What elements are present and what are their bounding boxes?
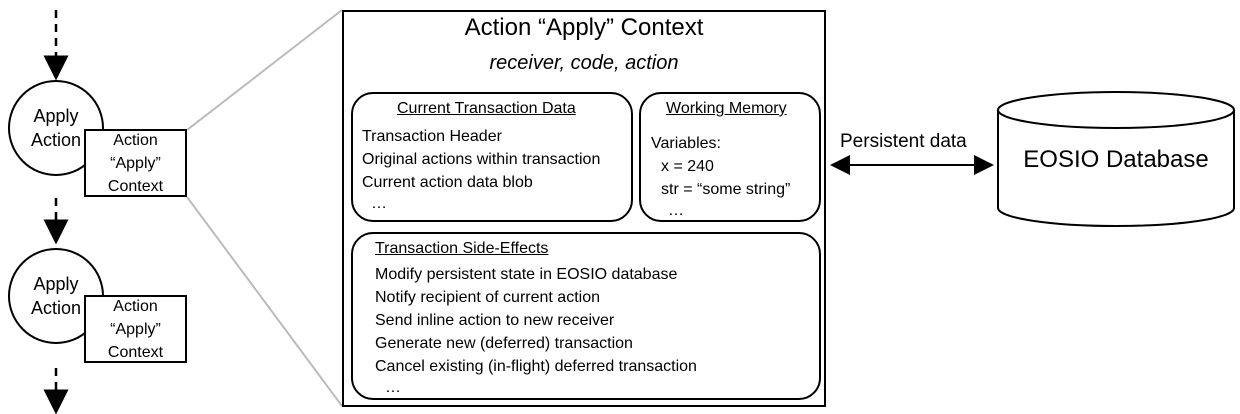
working-memory-title: Working Memory [666,100,787,117]
current-transaction-panel: Current Transaction Data Transaction Hea… [351,92,633,222]
context-label-line: Context [107,343,164,361]
context-label-line: Action [113,131,158,149]
side-effects-title: Transaction Side-Effects [375,240,549,257]
current-transaction-title: Current Transaction Data [397,100,576,117]
side-effects-panel: Transaction Side-Effects Modify persiste… [351,232,821,400]
circle-label-line: Action [30,298,82,318]
panel-line: Generate new (deferred) transaction [375,335,633,352]
panel-line: Variables: [651,135,721,152]
panel-line: Modify persistent state in EOSIO databas… [375,266,678,283]
apply-context-box: Action “Apply” Context [84,295,187,363]
zoom-line-bottom [186,196,343,407]
panel-line: Notify recipient of current action [375,289,600,306]
circle-label-line: Apply [33,274,79,294]
context-label-line: “Apply” [110,320,161,338]
working-memory-panel: Working Memory Variables: x = 240 str = … [639,92,821,222]
persistent-data-label: Persistent data [840,131,967,152]
database-label: EOSIO Database [1023,146,1209,173]
panel-line: Original actions within transaction [362,151,601,168]
apply-action-circle: Apply Action [8,80,104,176]
panel-line: Cancel existing (in-flight) deferred tra… [375,358,697,375]
circle-label-line: Action [30,130,82,150]
panel-line: … [385,379,401,396]
panel-line: … [371,195,387,212]
panel-line: Transaction Header [362,128,502,145]
apply-context-detail-box: Action “Apply” Context receiver, code, a… [342,10,826,407]
panel-line: str = “some string” [661,181,791,198]
database-cylinder [997,91,1235,227]
panel-line: … [668,202,684,219]
panel-line: x = 240 [661,158,714,175]
circle-label-line: Apply [33,106,79,126]
panel-line: Send inline action to new receiver [375,312,615,329]
context-label-line: Action [113,297,158,315]
context-title: Action “Apply” Context [464,14,704,41]
context-label-line: “Apply” [110,154,161,172]
context-label-line: Context [107,177,164,195]
zoom-line-top [186,9,343,131]
apply-context-box: Action “Apply” Context [84,129,187,197]
context-subtitle: receiver, code, action [489,52,679,74]
panel-line: Current action data blob [362,174,533,191]
